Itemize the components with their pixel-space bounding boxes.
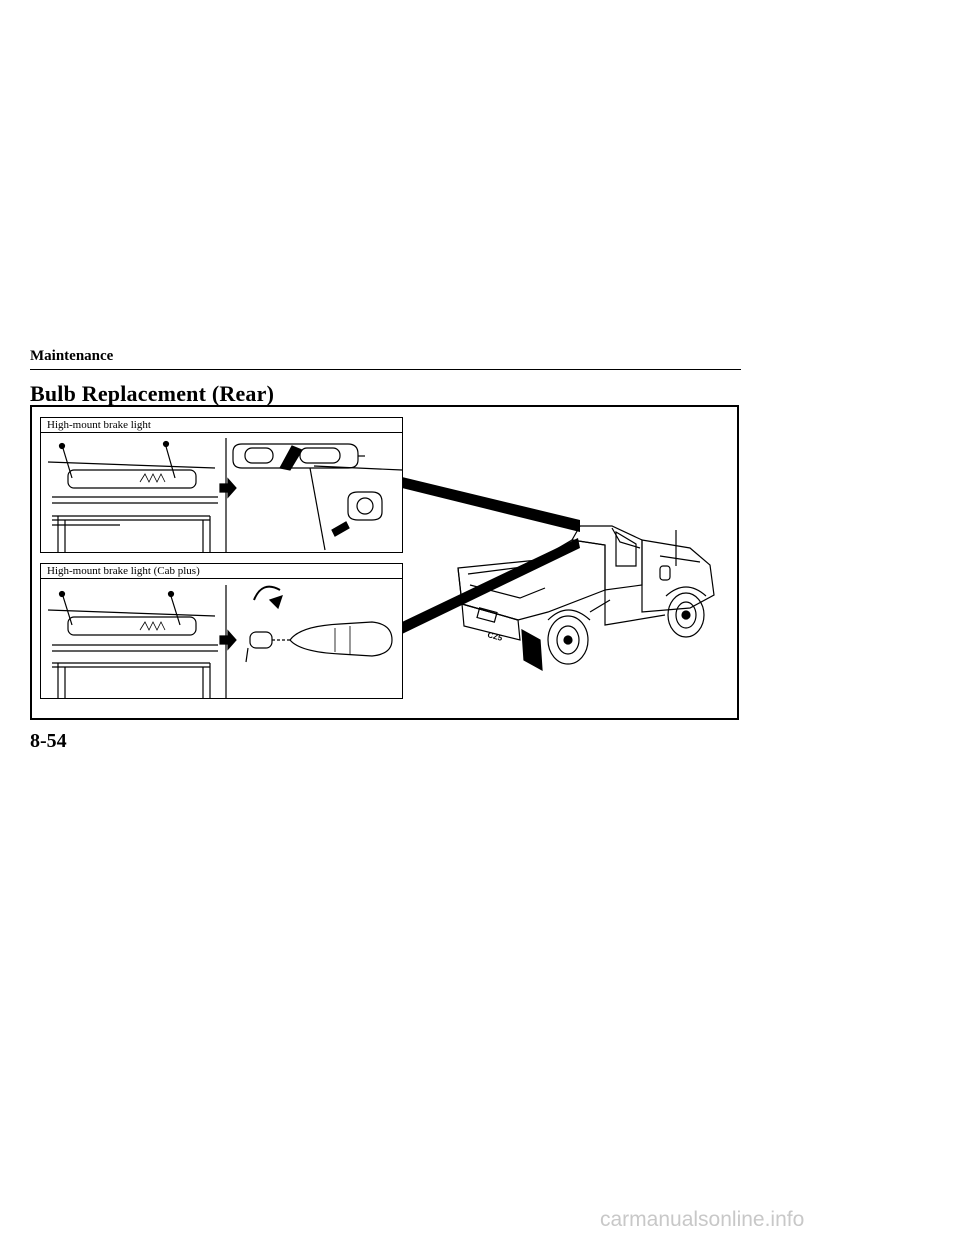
pointer-beam-bottom	[402, 538, 580, 634]
top-cab-brake-light-drawing	[47, 438, 227, 552]
section-header: Maintenance	[30, 348, 114, 364]
bottom-cab-brake-light-drawing	[47, 585, 227, 698]
pointer-beam-top	[402, 477, 580, 532]
truck-license-plate: CZ5	[486, 630, 503, 643]
bottom-bulb-removal-drawing	[219, 585, 393, 663]
top-bulb-removal-drawing	[219, 443, 403, 551]
figure-frame	[30, 405, 739, 720]
page-title: Bulb Replacement (Rear)	[30, 381, 275, 406]
panel-label-cab-plus: High-mount brake light (Cab plus)	[41, 564, 402, 579]
panel-high-mount-brake-light-cab-plus: High-mount brake light (Cab plus)	[40, 563, 403, 699]
header-divider	[30, 369, 741, 370]
panel-label-high-mount: High-mount brake light	[41, 418, 402, 433]
pickup-truck-drawing	[457, 525, 715, 672]
page-number: 8-54	[30, 730, 67, 752]
watermark: carmanualsonline.info	[600, 1208, 805, 1231]
